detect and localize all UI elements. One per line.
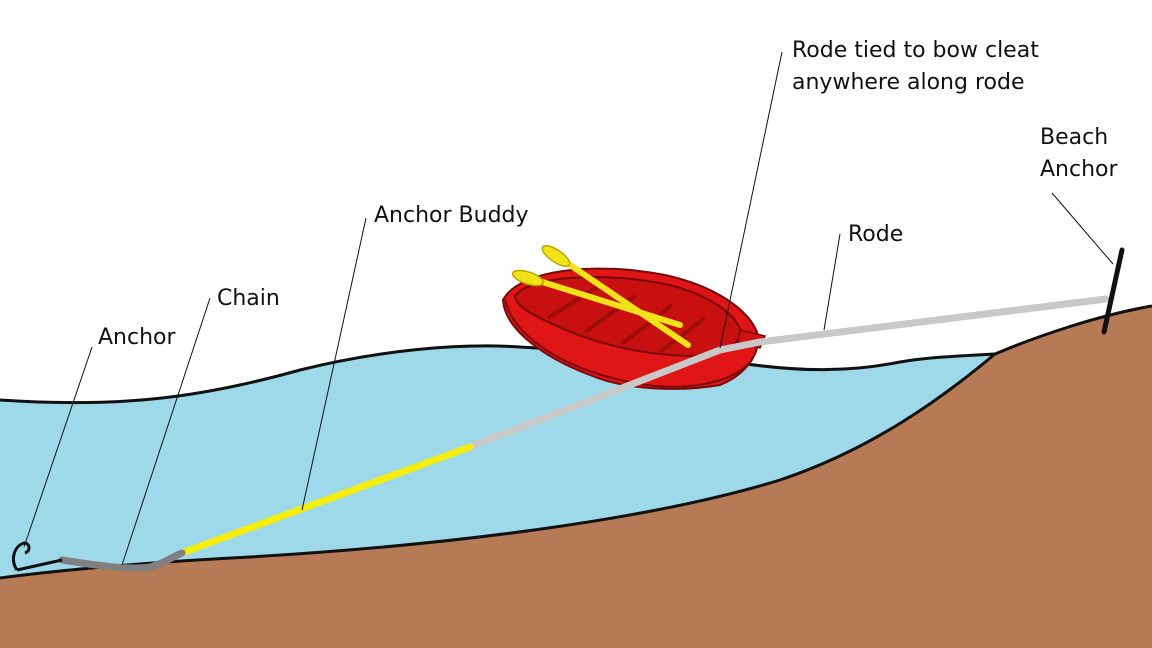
label-rode-cleat-line1: Rode tied to bow cleat	[792, 38, 1039, 63]
boat-seat	[658, 316, 707, 354]
water	[0, 345, 995, 578]
anchor-buddy-line	[178, 443, 474, 557]
label-rode: Rode	[848, 222, 904, 247]
leader-line-anchor	[23, 346, 93, 548]
label-anchor-buddy: Anchor Buddy	[374, 203, 529, 228]
ground	[0, 306, 1152, 648]
oar-icon	[511, 269, 683, 328]
leader-line-anchor-buddy	[301, 217, 367, 511]
beach-anchor-stake-icon	[1101, 247, 1125, 335]
chain-line	[58, 549, 186, 572]
leader-line-chain	[121, 297, 211, 566]
label-anchor: Anchor	[98, 325, 176, 350]
boat-seat	[620, 303, 674, 346]
seabed-line	[0, 304, 1152, 580]
label-beach-anchor-line1: Beach	[1040, 125, 1109, 150]
leader-line-bow-cleat	[719, 51, 783, 349]
oar-icon	[541, 245, 691, 348]
anchor-icon	[12, 541, 63, 572]
boat-seat	[546, 283, 602, 320]
leader-line-rode	[823, 233, 841, 331]
label-beach-anchor-line2: Anchor	[1040, 157, 1118, 182]
leader-line-beach-anchor	[1051, 192, 1114, 265]
label-chain: Chain	[217, 286, 280, 311]
label-rode-cleat-line2: anywhere along rode	[792, 70, 1025, 95]
rode-line	[466, 295, 1110, 451]
